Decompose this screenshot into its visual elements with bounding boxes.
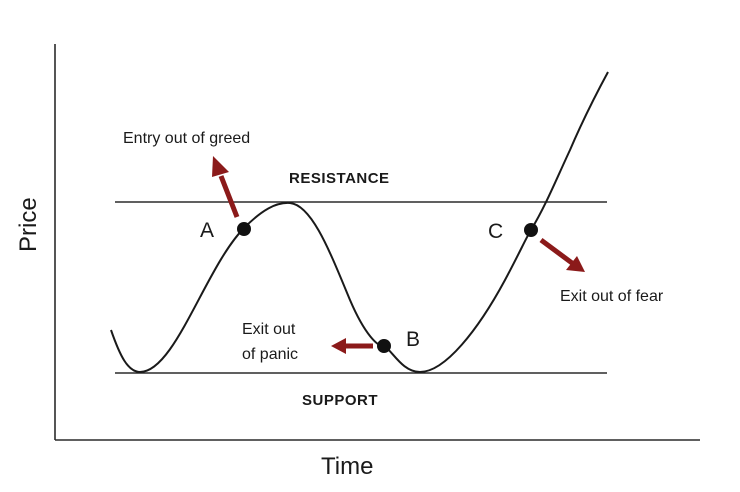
point-a-arrow [212,156,240,218]
point-a-marker [237,222,251,236]
point-b-label: B [406,328,420,351]
point-c-arrow [539,237,585,272]
point-b-note-line1: Exit out [242,321,296,338]
point-b-marker [377,339,391,353]
support-label: SUPPORT [302,392,378,409]
y-axis-label: Price [15,197,42,252]
point-c-note: Exit out of fear [560,288,664,305]
point-c-marker [524,223,538,237]
price-curve [110,71,609,374]
point-b-note-line2: of panic [242,346,298,363]
point-a-note: Entry out of greed [123,130,250,147]
point-a-label: A [200,219,214,242]
point-c-label: C [488,220,503,243]
point-b-arrow [331,338,373,354]
resistance-label: RESISTANCE [289,170,390,187]
x-axis-label: Time [321,453,373,480]
